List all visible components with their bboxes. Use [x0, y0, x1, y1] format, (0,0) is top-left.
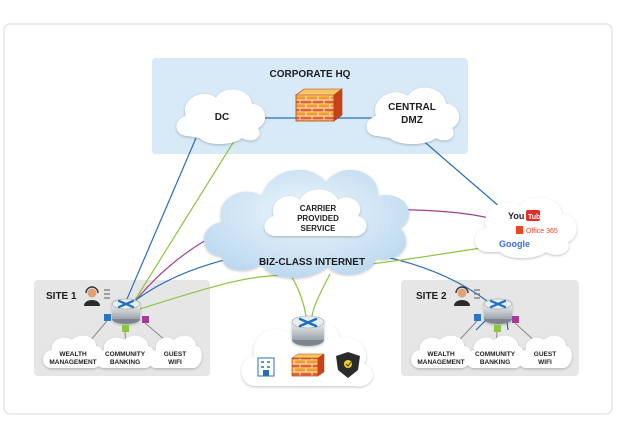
dmz-line2: DMZ [401, 115, 423, 126]
office-building-icon [257, 357, 275, 377]
carrier-line2: PROVIDED [297, 214, 339, 223]
cloud-apps-cloud [474, 197, 577, 258]
guest-cloud-site2 [518, 335, 572, 368]
youtube-label: You Tube [508, 211, 545, 221]
security-shield-icon [336, 352, 360, 378]
internet-label: BIZ-CLASS INTERNET [259, 257, 365, 268]
carrier-cloud [264, 189, 367, 237]
port-purple [142, 316, 149, 323]
port-green [122, 325, 129, 332]
site2-community-line2: BANKING [480, 359, 510, 366]
link-internet-router-2 [311, 273, 331, 317]
site2-wealth-line2: MANAGEMENT [417, 359, 464, 366]
link-dmz-apps [419, 137, 509, 215]
site1-wealth-line1: WEALTH [59, 351, 87, 358]
site1-guest-line1: GUEST [164, 351, 186, 358]
wealth-cloud-site2 [411, 335, 472, 368]
port-green [494, 325, 501, 332]
port-blue [104, 314, 111, 321]
corporate-hq-title: CORPORATE HQ [270, 69, 351, 80]
site1-wealth-line2: MANAGEMENT [49, 359, 96, 366]
router-icon [483, 298, 513, 324]
community-cloud-site1 [96, 335, 154, 368]
port-purple [512, 316, 519, 323]
svg-text:You: You [508, 211, 524, 221]
wealth-cloud-site1 [43, 335, 104, 368]
carrier-line3: SERVICE [301, 224, 337, 233]
community-cloud-site2 [466, 335, 524, 368]
site2-guest-line2: WIFI [538, 359, 552, 366]
site1-title: SITE 1 [46, 291, 77, 302]
site2-community-line1: COMMUNITY [475, 351, 516, 358]
port-blue [474, 314, 481, 321]
guest-cloud-site1 [148, 335, 202, 368]
dmz-cloud [366, 87, 460, 144]
site1-community-line1: COMMUNITY [105, 351, 146, 358]
site1-guest-line2: WIFI [168, 359, 182, 366]
firewall-icon [295, 88, 343, 122]
dc-cloud [176, 89, 266, 144]
site2-guest-line1: GUEST [534, 351, 556, 358]
site2-title: SITE 2 [416, 291, 447, 302]
link-site1-internet [129, 274, 293, 313]
router-icon [111, 298, 141, 324]
firewall-icon [291, 353, 325, 377]
dmz-line1: CENTRAL [388, 102, 436, 113]
link-dc-site1-blue [123, 137, 197, 307]
user-headset-icon [454, 286, 480, 306]
carrier-line1: CARRIER [300, 204, 337, 213]
link-internet-router [289, 273, 307, 317]
svg-text:Tube: Tube [528, 214, 544, 221]
google-logo: Google [499, 239, 530, 249]
dc-label: DC [215, 112, 229, 123]
office365-label: Office 365 [526, 228, 558, 235]
youtube-logo: You Tube [508, 210, 544, 221]
router-icon [291, 315, 325, 346]
link-dc-site1-green [129, 137, 237, 309]
user-headset-icon [84, 286, 110, 306]
site1-community-line2: BANKING [110, 359, 140, 366]
office365-logo: Office 365 [516, 226, 558, 235]
site2-wealth-line1: WEALTH [427, 351, 455, 358]
